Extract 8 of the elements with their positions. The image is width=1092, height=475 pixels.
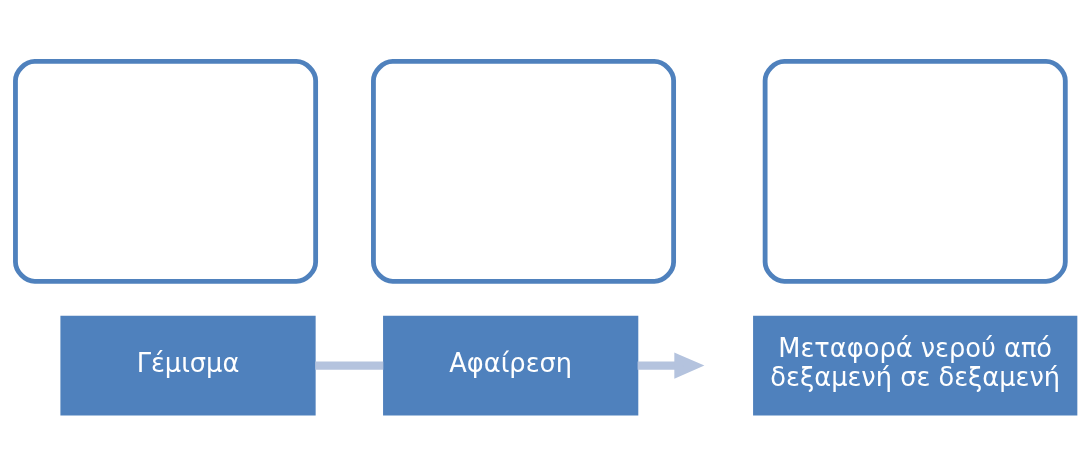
node-box — [762, 58, 1068, 284]
node-box: Γέμισμα — [60, 315, 316, 415]
node-box: Αφαίρεση — [383, 315, 639, 415]
node-box — [371, 58, 677, 284]
arrow — [637, 351, 705, 379]
connector — [315, 361, 384, 370]
node-box — [13, 58, 319, 284]
node-box: Μεταφορά νερού από δεξαμενή σε δεξαμενή — [753, 315, 1078, 415]
